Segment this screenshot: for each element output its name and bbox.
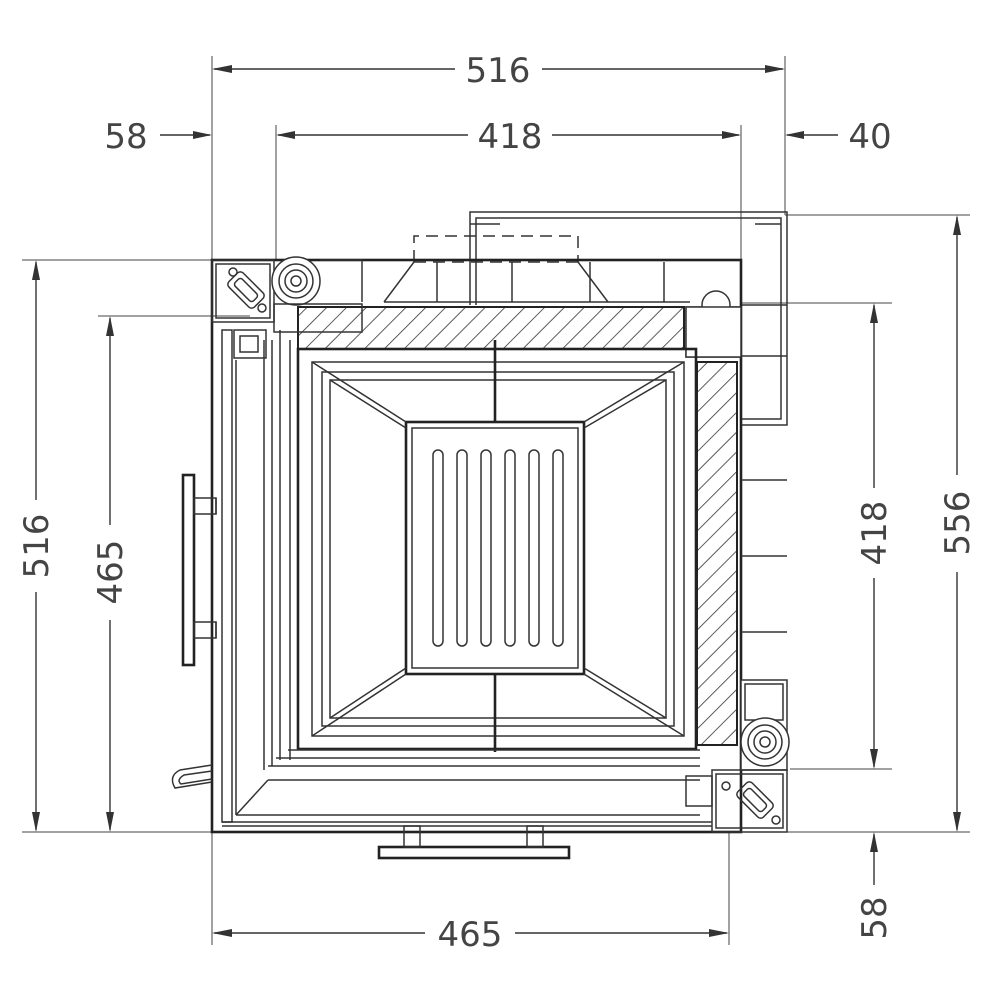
bottom-door xyxy=(222,749,712,827)
dim-right-inner-height: 418 xyxy=(855,501,895,566)
back-plate-slots xyxy=(432,449,564,647)
dim-bottom-right-offset: 58 xyxy=(855,896,895,939)
perspective-lines xyxy=(311,361,685,737)
flue-collar xyxy=(383,235,690,303)
left-door xyxy=(221,329,291,823)
flue-duct xyxy=(469,211,788,426)
bottom-right-roller xyxy=(740,679,790,771)
dim-left-height: 516 xyxy=(17,514,57,579)
dim-inner-width: 418 xyxy=(478,117,543,157)
fireplace-body xyxy=(171,211,790,860)
dimension-lines xyxy=(22,56,970,945)
dimension-labels: 516 58 418 40 516 465 418 556 58 465 xyxy=(17,51,978,955)
top-left-roller xyxy=(271,256,363,333)
firebox-outer-frame xyxy=(296,347,698,751)
air-lever xyxy=(171,764,213,789)
dim-left-inner-height: 465 xyxy=(91,540,131,605)
top-left-hinge xyxy=(211,259,275,323)
side-handle xyxy=(181,473,217,667)
firebox-frame-2 xyxy=(311,361,685,737)
dim-top-width: 516 xyxy=(466,51,531,91)
dim-right-height: 556 xyxy=(938,491,978,556)
dim-left-offset: 58 xyxy=(104,117,147,157)
dim-right-offset: 40 xyxy=(848,117,891,157)
dim-bottom-width: 465 xyxy=(438,915,503,955)
outer-casing xyxy=(210,258,743,834)
side-insulation xyxy=(696,361,738,746)
side-studs xyxy=(741,479,787,633)
top-insulation xyxy=(297,306,685,350)
bottom-right-hinge xyxy=(685,769,788,833)
firebox-frame-3 xyxy=(321,371,675,727)
bottom-handle xyxy=(377,825,571,860)
